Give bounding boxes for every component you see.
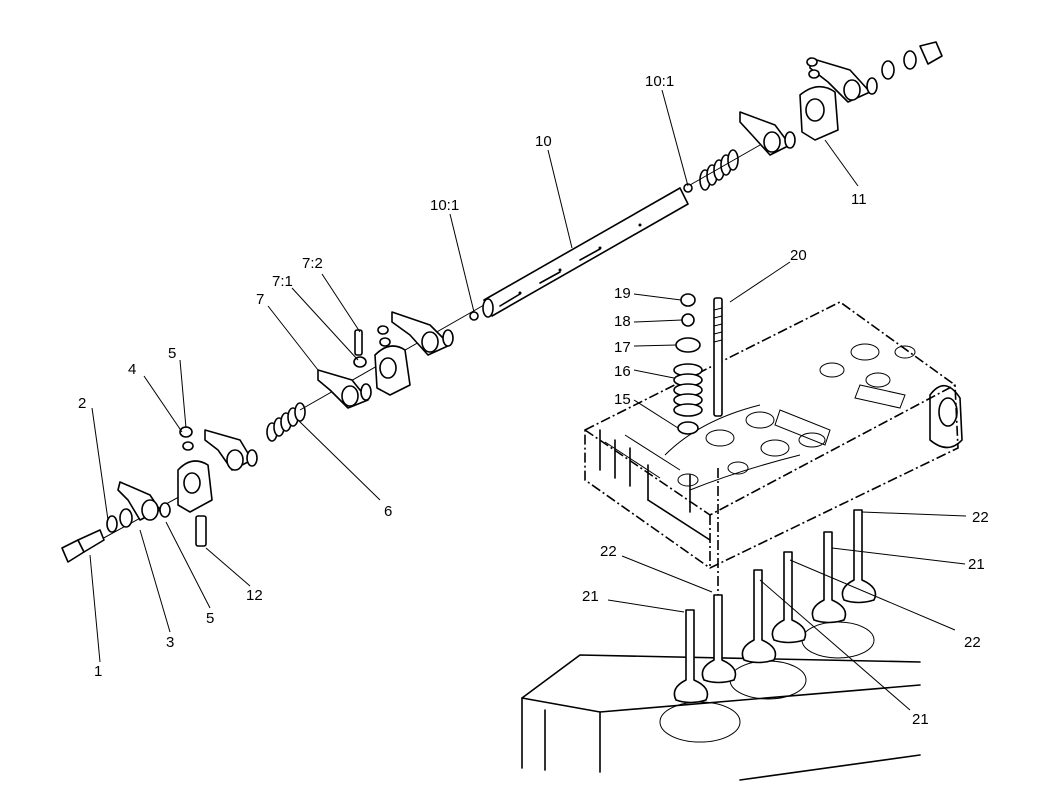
cylinder-head xyxy=(584,301,963,569)
callout-5a: 5 xyxy=(168,345,176,362)
callout-1: 1 xyxy=(94,663,102,680)
callout-6: 6 xyxy=(384,503,392,520)
callout-17: 17 xyxy=(614,339,631,356)
callout-22c: 22 xyxy=(964,634,981,651)
callout-7: 7 xyxy=(256,291,264,308)
callout-18: 18 xyxy=(614,313,631,330)
callout-7-2: 7:2 xyxy=(302,255,323,272)
right-rocker-assembly xyxy=(739,41,943,156)
callout-21c: 21 xyxy=(912,711,929,728)
callout-5b: 5 xyxy=(206,610,214,627)
callout-16: 16 xyxy=(614,363,631,380)
callout-20: 20 xyxy=(790,247,807,264)
rocker-shaft xyxy=(469,183,693,321)
callout-3: 3 xyxy=(166,634,174,651)
leader-lines xyxy=(89,89,967,711)
callout-19: 19 xyxy=(614,285,631,302)
callout-21a: 21 xyxy=(582,588,599,605)
middle-rocker-assembly xyxy=(317,311,454,409)
valve-spring-stack xyxy=(673,293,723,435)
callout-12: 12 xyxy=(246,587,263,604)
callout-22a: 22 xyxy=(600,543,617,560)
callout-2: 2 xyxy=(78,395,86,412)
callout-22b: 22 xyxy=(972,509,989,526)
callout-10: 10 xyxy=(535,133,552,150)
valves xyxy=(673,468,877,704)
callout-7-1: 7:1 xyxy=(272,273,293,290)
spring-right xyxy=(699,149,739,191)
callout-4: 4 xyxy=(128,361,136,378)
spring-6 xyxy=(266,402,306,442)
callout-labels: 1 2 3 4 5 5 6 7 7:1 7:2 10 10:1 10:1 11 … xyxy=(78,73,989,728)
callout-15: 15 xyxy=(614,391,631,408)
left-rocker-assembly xyxy=(61,426,258,563)
callout-11: 11 xyxy=(851,191,867,208)
callout-10-1a: 10:1 xyxy=(430,197,459,214)
callout-10-1b: 10:1 xyxy=(645,73,674,90)
callout-21b: 21 xyxy=(968,556,985,573)
